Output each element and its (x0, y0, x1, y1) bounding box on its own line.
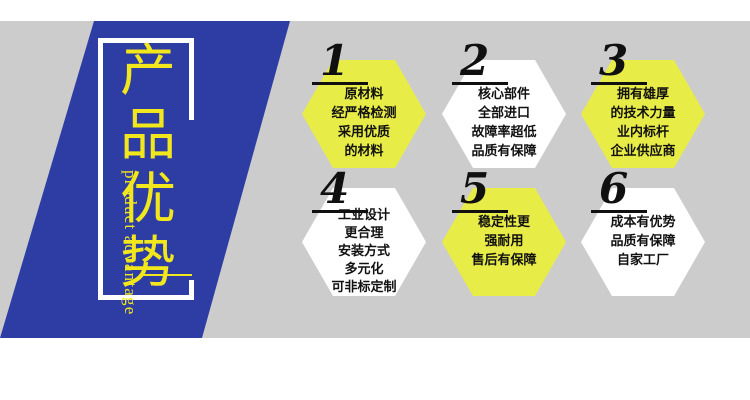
feature-line: 品质有保障 (610, 234, 676, 249)
feature-number-underline (452, 210, 508, 213)
feature-line: 核心部件 (477, 87, 530, 102)
feature-line: 更合理 (344, 226, 384, 241)
feature-hexagon-grid: 1 原材料 经严格检测 采用优质 的材料 2 核心部件 全部进口 故障率超低 品… (300, 21, 750, 338)
hexagon-shape (581, 60, 705, 168)
page-title-char-2: 品 (120, 103, 176, 168)
feature-line: 故障率超低 (471, 125, 537, 140)
feature-card-2: 2 核心部件 全部进口 故障率超低 品质有保障 (442, 36, 582, 191)
feature-text: 原材料 经严格检测 采用优质 的材料 (302, 85, 426, 161)
page-title-char-1: 产 (120, 39, 176, 104)
feature-text: 成本有优势 品质有保障 自家工厂 (581, 213, 705, 270)
feature-number: 1 (320, 36, 350, 85)
feature-card-4: 4 工业设计 更合理 安装方式 多元化 可非标定制 (302, 164, 442, 319)
feature-line: 安装方式 (337, 244, 390, 259)
feature-line: 的技术力量 (610, 106, 676, 121)
feature-card-1: 1 原材料 经严格检测 采用优质 的材料 (302, 36, 442, 191)
feature-number-underline (452, 82, 508, 85)
feature-line: 可非标定制 (331, 280, 397, 295)
feature-line: 多元化 (344, 262, 384, 277)
feature-line: 企业供应商 (610, 144, 676, 159)
page-title-char-3: 优 (120, 167, 176, 232)
feature-line: 售后有保障 (471, 253, 537, 268)
feature-line: 稳定性更 (477, 215, 530, 230)
feature-text: 工业设计 更合理 安装方式 多元化 可非标定制 (302, 207, 426, 297)
feature-text: 拥有雄厚 的技术力量 业内标杆 企业供应商 (581, 85, 705, 161)
feature-number-underline (591, 210, 647, 213)
feature-number-underline (591, 82, 647, 85)
feature-number: 2 (460, 36, 490, 85)
feature-line: 强耐用 (484, 234, 524, 249)
feature-line: 拥有雄厚 (616, 87, 669, 102)
page-title-cn: 产 品 优 势 (112, 40, 184, 296)
feature-line: 的材料 (344, 144, 384, 159)
feature-line: 业内标杆 (616, 125, 669, 140)
feature-number: 4 (320, 164, 350, 213)
hexagon-shape (581, 188, 705, 296)
page-subtitle-en: product advantage (121, 170, 140, 316)
feature-line: 经严格检测 (331, 106, 397, 121)
subtitle-underline (143, 274, 192, 276)
feature-card-5: 5 稳定性更 强耐用 售后有保障 (442, 164, 582, 319)
feature-number: 3 (599, 36, 629, 85)
feature-text: 稳定性更 强耐用 售后有保障 (442, 213, 566, 270)
feature-line: 采用优质 (337, 125, 390, 140)
feature-card-3: 3 拥有雄厚 的技术力量 业内标杆 企业供应商 (581, 36, 721, 191)
feature-line: 自家工厂 (616, 253, 669, 268)
feature-line: 成本有优势 (610, 215, 676, 230)
feature-line: 全部进口 (477, 106, 530, 121)
feature-line: 原材料 (344, 87, 384, 102)
feature-text: 核心部件 全部进口 故障率超低 品质有保障 (442, 85, 566, 161)
feature-number: 5 (460, 164, 490, 213)
feature-number-underline (312, 82, 368, 85)
feature-number: 6 (599, 164, 629, 213)
page-title-char-4: 势 (120, 231, 176, 296)
feature-line: 品质有保障 (471, 144, 537, 159)
feature-number-underline (312, 210, 368, 213)
feature-card-6: 6 成本有优势 品质有保障 自家工厂 (581, 164, 721, 319)
